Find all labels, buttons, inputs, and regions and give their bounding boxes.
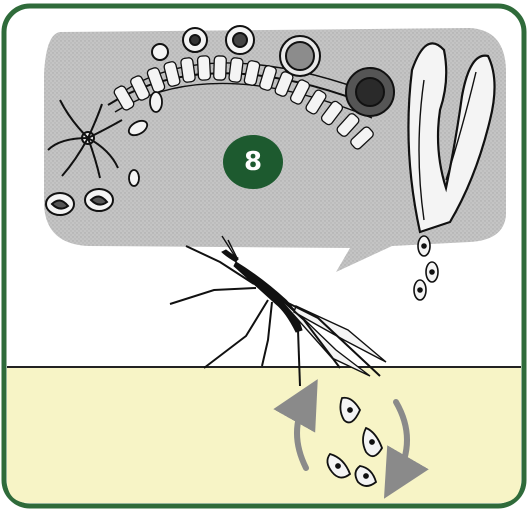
ground-area: [7, 367, 521, 503]
step-number-badge: 8: [223, 135, 283, 189]
